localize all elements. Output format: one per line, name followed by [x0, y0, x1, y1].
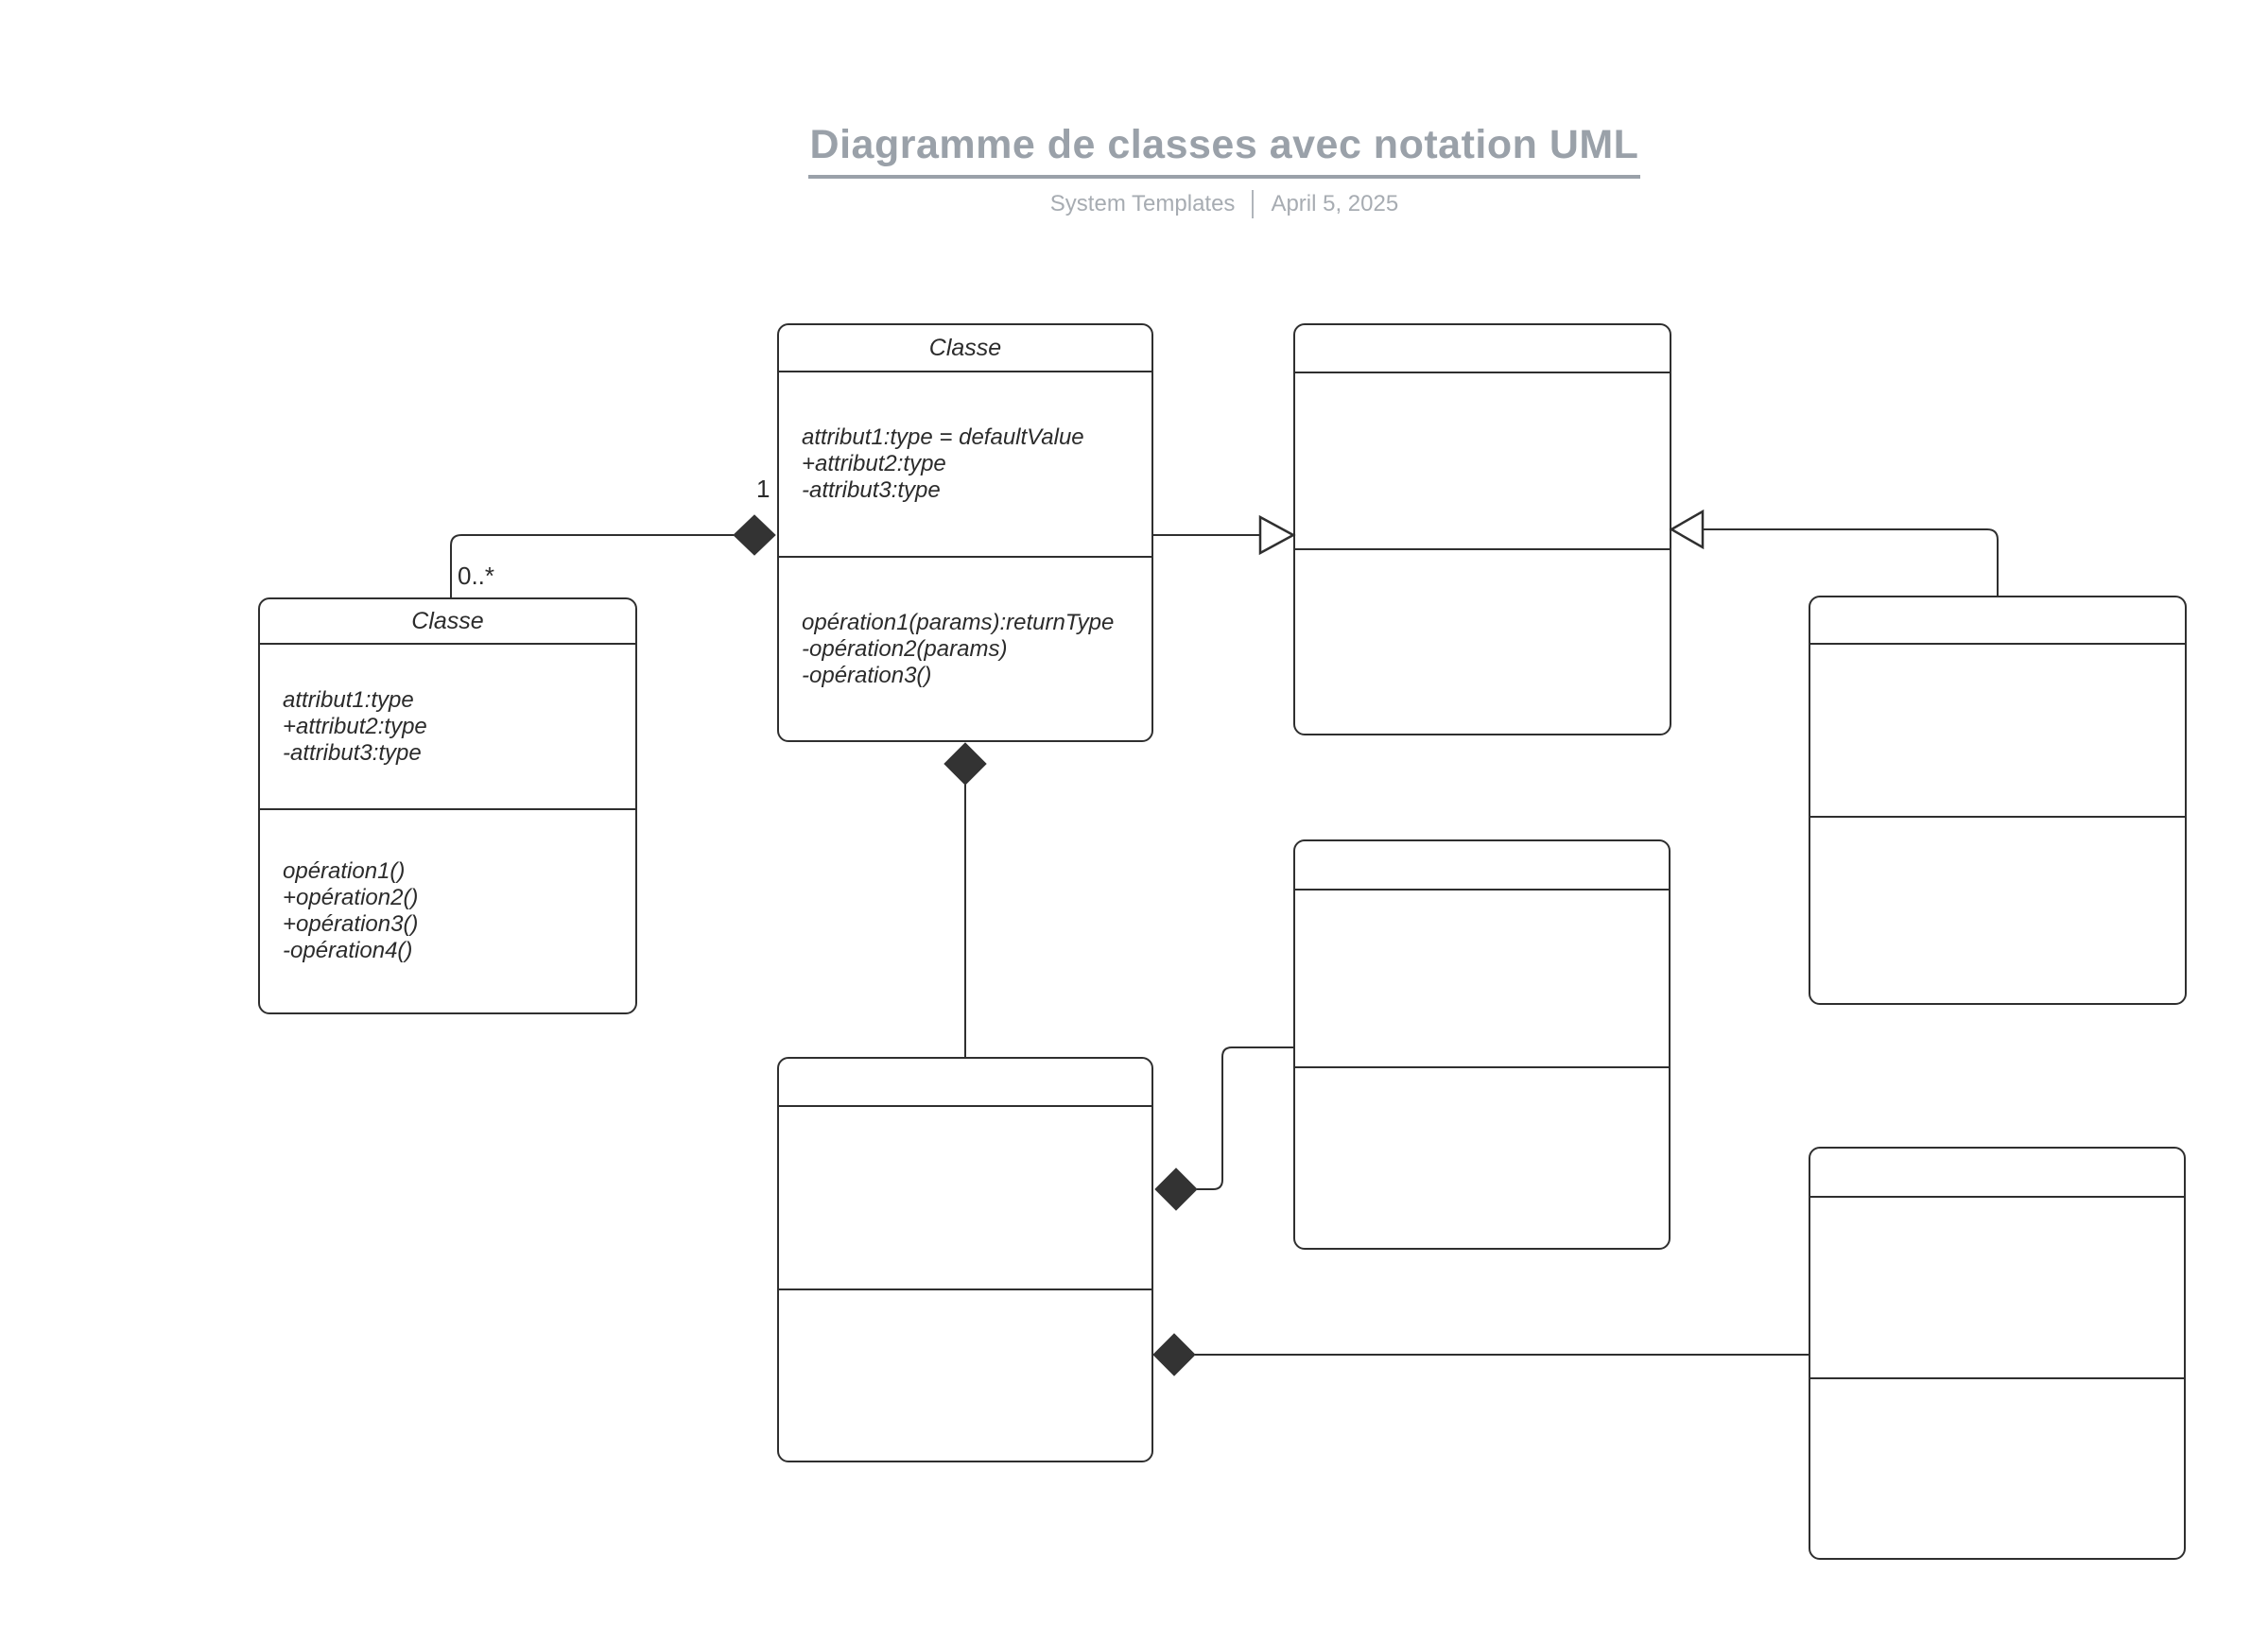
attributes-section — [1810, 643, 2185, 816]
attributes-section — [1295, 372, 1670, 548]
operation-line: -opération2(params) — [802, 635, 1008, 662]
composition-diamond-center-left — [733, 514, 776, 556]
meta-source: System Templates — [1049, 191, 1236, 217]
attribute-line: -attribut3:type — [283, 739, 422, 766]
generalization-triangle-left — [1669, 509, 1705, 550]
attribute-line: attribut1:type = defaultValue — [802, 424, 1084, 450]
attributes-section — [1295, 889, 1669, 1066]
generalization-line-right-to-middle — [1703, 528, 1999, 596]
title-underline — [808, 175, 1640, 180]
multiplicity-label-one: 1 — [756, 475, 770, 503]
attribute-line: +attribut2:type — [283, 713, 427, 739]
meta-separator — [1252, 190, 1255, 219]
composition-diamond-upper-right-of-bottom-box — [1154, 1167, 1198, 1211]
operations-section: opération1(params):returnType -opération… — [779, 556, 1151, 740]
operations-section — [1295, 1066, 1669, 1248]
operation-line: -opération4() — [283, 938, 413, 963]
attribute-line: -attribut3:type — [802, 477, 941, 503]
operation-line: +opération3() — [283, 911, 419, 937]
meta-date: April 5, 2025 — [1271, 191, 1399, 217]
operations-section — [1295, 548, 1670, 734]
operation-line: opération1(params):returnType — [802, 609, 1115, 635]
class-header: Classe — [779, 325, 1151, 371]
class-box-left: Classe attribut1:type +attribut2:type -a… — [258, 597, 637, 1014]
page-title: Diagramme de classes avec notation UML — [809, 122, 1639, 167]
operations-section — [1810, 1377, 2184, 1558]
composition-line-left-to-center — [450, 534, 734, 597]
class-box-right-upper-empty — [1809, 596, 2187, 1005]
composition-diamond-lower-right-of-bottom-box — [1152, 1333, 1196, 1376]
class-box-middle-bottom-empty — [1293, 839, 1671, 1250]
attribute-line: +attribut2:type — [802, 451, 946, 476]
document-meta: System Templates April 5, 2025 — [808, 190, 1640, 219]
operation-line: opération1() — [283, 858, 406, 884]
class-box-bottom-right-empty — [1809, 1147, 2186, 1560]
attributes-section — [779, 1105, 1151, 1288]
class-header: Classe — [260, 599, 635, 643]
operations-section — [779, 1288, 1151, 1461]
attributes-section: attribut1:type +attribut2:type -attribut… — [260, 643, 635, 808]
class-name: Classe — [411, 607, 484, 634]
composition-line-elbow — [1197, 1046, 1293, 1190]
attribute-line: attribut1:type — [283, 686, 414, 713]
operation-line: -opération3() — [802, 662, 932, 688]
multiplicity-label-many: 0..* — [458, 562, 495, 590]
attributes-section: attribut1:type = defaultValue +attribut2… — [779, 371, 1151, 556]
attributes-section — [1810, 1196, 2184, 1377]
operation-line: +opération2() — [283, 885, 419, 910]
operations-section: opération1() +opération2() +opération3()… — [260, 808, 635, 1012]
operations-section — [1810, 816, 2185, 1003]
class-box-bottom-center-empty — [777, 1057, 1153, 1462]
generalization-triangle-right — [1258, 514, 1296, 556]
document-header: Diagramme de classes avec notation UML S… — [808, 122, 1640, 219]
class-name: Classe — [928, 334, 1002, 361]
composition-diamond-center-bottom — [944, 742, 987, 786]
class-box-center: Classe attribut1:type = defaultValue +at… — [777, 323, 1153, 742]
